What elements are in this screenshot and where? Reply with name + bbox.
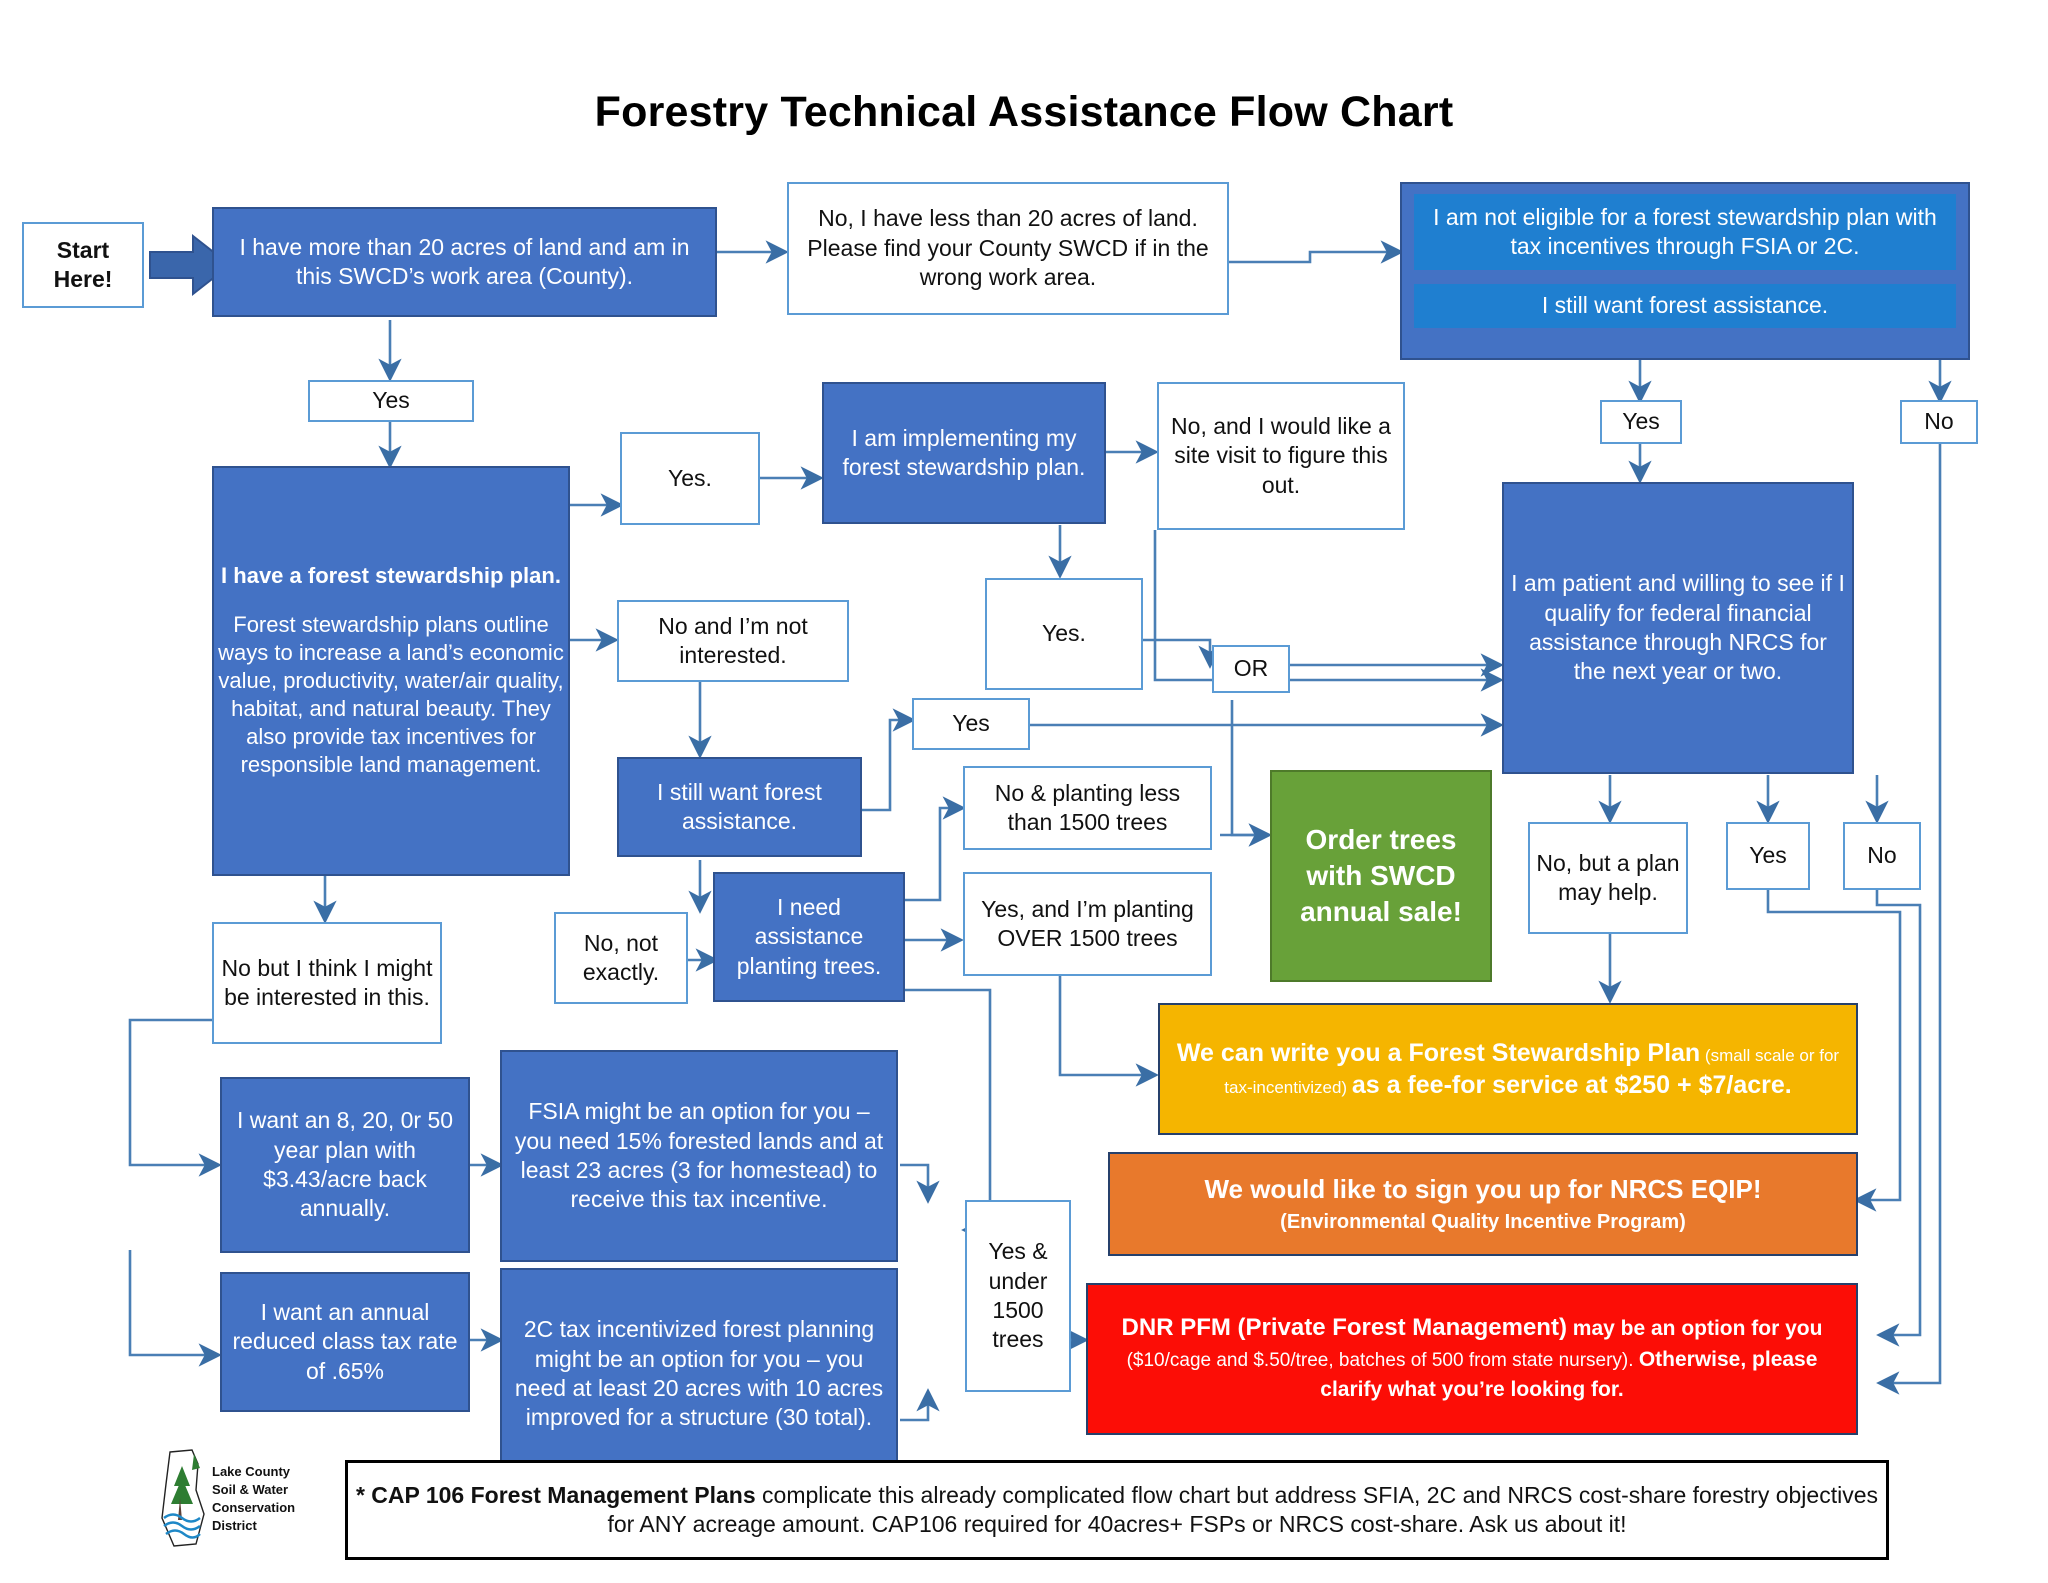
less-than-20-acres-box[interactable]: No, I have less than 20 acres of land. P… bbox=[787, 182, 1229, 315]
want-annual-reduced-tax-box[interactable]: I want an annual reduced class tax rate … bbox=[220, 1272, 470, 1412]
yes-under-1500-box[interactable]: Yes & under 1500 trees bbox=[965, 1200, 1071, 1392]
patient-nrcs-box[interactable]: I am patient and willing to see if I qua… bbox=[1502, 482, 1854, 774]
not-eligible-box[interactable]: I am not eligible for a forest stewardsh… bbox=[1400, 182, 1970, 360]
not-eligible-line2: I still want forest assistance. bbox=[1414, 284, 1956, 328]
yes-over-1500-box[interactable]: Yes, and I’m planting OVER 1500 trees bbox=[963, 872, 1212, 976]
fsp-fee-for-service-box[interactable]: We can write you a Forest Stewardship Pl… bbox=[1158, 1003, 1858, 1135]
no-mid-right-box[interactable]: No bbox=[1843, 822, 1921, 890]
2c-option-box[interactable]: 2C tax incentivized forest planning migh… bbox=[500, 1268, 898, 1480]
less-than-20-acres-label: No, I have less than 20 acres of land. P… bbox=[807, 205, 1209, 291]
implementing-plan-box[interactable]: I am implementing my forest stewardship … bbox=[822, 382, 1106, 524]
pfm-bold1: DNR PFM (Private Forest Management) bbox=[1121, 1313, 1567, 1341]
want-8-20-50-year-plan-box[interactable]: I want an 8, 20, 0r 50 year plan with $3… bbox=[220, 1077, 470, 1253]
pfm-small: ($10/cage and $.50/tree, batches of 500 … bbox=[1126, 1349, 1639, 1371]
fsp-fee-small: (small scale or for tax-incentivized) bbox=[1224, 1046, 1840, 1097]
logo-graphic: Lake County Soil & Water Conservation Di… bbox=[161, 1449, 295, 1547]
fsp-fee-bold2: as a fee-for service at $250 + $7/acre. bbox=[1351, 1071, 1792, 1099]
not-eligible-line1: I am not eligible for a forest stewardsh… bbox=[1414, 194, 1956, 270]
eqip-line2: (Environmental Quality Incentive Program… bbox=[1280, 1210, 1686, 1233]
yes-branch-1[interactable]: Yes bbox=[308, 380, 474, 422]
yes-plain-box[interactable]: Yes bbox=[912, 698, 1030, 750]
yes-dot-box[interactable]: Yes. bbox=[620, 432, 760, 525]
or-box[interactable]: OR bbox=[1212, 645, 1290, 693]
logo-line3: Conservation bbox=[212, 1500, 295, 1515]
footnote-bold: * CAP 106 Forest Management Plans bbox=[355, 1481, 756, 1508]
fsia-option-box[interactable]: FSIA might be an option for you – you ne… bbox=[500, 1050, 898, 1262]
page-title: Forestry Technical Assistance Flow Chart bbox=[594, 88, 1454, 136]
fsp-body: Forest stewardship plans outline ways to… bbox=[218, 611, 564, 778]
yes-top-right-box[interactable]: Yes bbox=[1600, 400, 1682, 444]
have-forest-stewardship-plan-box[interactable]: I have a forest stewardship plan. Forest… bbox=[212, 466, 570, 876]
start-here-box[interactable]: Start Here! bbox=[22, 222, 144, 308]
nrcs-eqip-box[interactable]: We would like to sign you up for NRCS EQ… bbox=[1108, 1152, 1858, 1256]
no-not-exactly-box[interactable]: No, not exactly. bbox=[554, 912, 688, 1004]
dnr-pfm-box[interactable]: DNR PFM (Private Forest Management) may … bbox=[1086, 1283, 1858, 1435]
site-visit-box[interactable]: No, and I would like a site visit to fig… bbox=[1157, 382, 1405, 530]
still-want-assistance-box[interactable]: I still want forest assistance. bbox=[617, 757, 862, 857]
lake-county-swcd-logo: Lake County Soil & Water Conservation Di… bbox=[152, 1448, 332, 1553]
more-than-20-acres-label: I have more than 20 acres of land and am… bbox=[239, 233, 690, 289]
more-than-20-acres-box[interactable]: I have more than 20 acres of land and am… bbox=[212, 207, 717, 317]
logo-line4: District bbox=[212, 1518, 257, 1533]
no-but-interested-box[interactable]: No but I think I might be interested in … bbox=[212, 922, 442, 1044]
no-top-right-box[interactable]: No bbox=[1900, 400, 1978, 444]
fsp-fee-bold1: We can write you a Forest Stewardship Pl… bbox=[1176, 1039, 1701, 1067]
pfm-normal1: may be an option for you bbox=[1566, 1316, 1823, 1340]
order-trees-box[interactable]: Order trees with SWCD annual sale! bbox=[1270, 770, 1492, 982]
footnote-box: * CAP 106 Forest Management Plans compli… bbox=[345, 1460, 1889, 1560]
no-but-plan-may-help-box[interactable]: No, but a plan may help. bbox=[1528, 822, 1688, 934]
fsp-title: I have a forest stewardship plan. bbox=[221, 563, 561, 589]
yes-mid-right-box[interactable]: Yes bbox=[1726, 822, 1810, 890]
no-planting-less-1500-box[interactable]: No & planting less than 1500 trees bbox=[963, 766, 1212, 850]
no-not-interested-box[interactable]: No and I’m not interested. bbox=[617, 600, 849, 682]
eqip-line1: We would like to sign you up for NRCS EQ… bbox=[1204, 1173, 1762, 1204]
start-here-label: Start Here! bbox=[53, 236, 113, 292]
yes-dot-box-2[interactable]: Yes. bbox=[985, 578, 1143, 690]
need-assistance-planting-box[interactable]: I need assistance planting trees. bbox=[713, 872, 905, 1002]
pfm-bold2: Otherwise, please clarify what you’re lo… bbox=[1320, 1347, 1818, 1402]
footnote-rest: complicate this already complicated flow… bbox=[607, 1481, 1879, 1537]
logo-line2: Soil & Water bbox=[212, 1482, 288, 1497]
logo-line1: Lake County bbox=[212, 1464, 291, 1479]
